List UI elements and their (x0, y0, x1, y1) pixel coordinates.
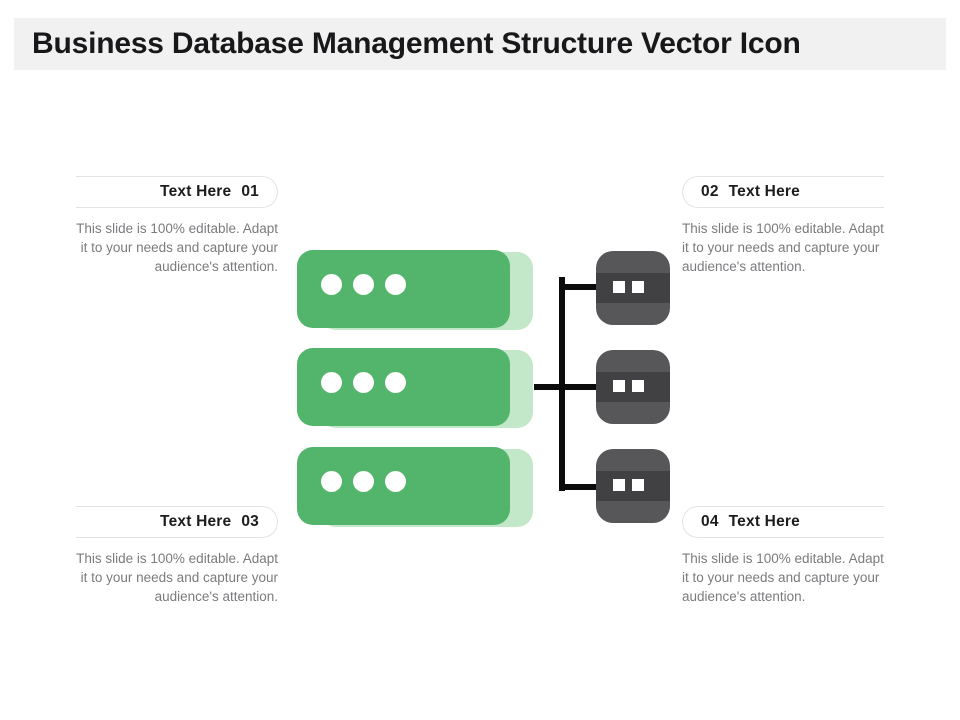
connector-branch-line-2 (534, 384, 599, 390)
callout-03-pill[interactable]: Text Here 03 (76, 506, 278, 538)
server-led-icon (385, 372, 406, 393)
callout-04-pill[interactable]: 04 Text Here (682, 506, 884, 538)
callout-02-body: This slide is 100% editable. Adapt it to… (682, 221, 884, 274)
server-led-icon (321, 372, 342, 393)
database-node-2 (596, 350, 670, 424)
page-title: Business Database Management Structure V… (32, 27, 801, 60)
callout-02-label: Text Here (728, 183, 800, 200)
callout-03-label: Text Here (160, 513, 232, 530)
callout-04-label: Text Here (728, 513, 800, 530)
server-led-icon (353, 274, 374, 295)
callout-01-label: Text Here (160, 183, 232, 200)
database-node-1 (596, 251, 670, 325)
server-rack-3 (297, 447, 533, 527)
server-led-icon (321, 471, 342, 492)
database-chip-icon (632, 479, 644, 491)
server-led-icon (385, 274, 406, 295)
database-chip-icon (632, 380, 644, 392)
callout-01-number: 01 (241, 183, 259, 200)
callout-01: Text Here 01 This slide is 100% editable… (76, 176, 278, 276)
database-node-chip-group (613, 281, 644, 293)
database-chip-icon (613, 281, 625, 293)
server-rack-led-group (321, 372, 406, 393)
connector-branch-line-1 (559, 284, 599, 290)
server-rack-led-group (321, 471, 406, 492)
connector-branch-line-3 (559, 484, 599, 490)
server-rack-led-group (321, 274, 406, 295)
server-led-icon (385, 471, 406, 492)
server-led-icon (353, 372, 374, 393)
callout-04-body: This slide is 100% editable. Adapt it to… (682, 551, 884, 604)
callout-02-pill[interactable]: 02 Text Here (682, 176, 884, 208)
callout-01-pill[interactable]: Text Here 01 (76, 176, 278, 208)
server-led-icon (353, 471, 374, 492)
database-chip-icon (613, 479, 625, 491)
callout-04-number: 04 (701, 513, 719, 530)
callout-03-body: This slide is 100% editable. Adapt it to… (76, 551, 278, 604)
server-led-icon (321, 274, 342, 295)
database-node-chip-group (613, 479, 644, 491)
callout-03: Text Here 03 This slide is 100% editable… (76, 506, 278, 606)
database-node-chip-group (613, 380, 644, 392)
callout-02-number: 02 (701, 183, 719, 200)
callout-03-number: 03 (241, 513, 259, 530)
callout-04: 04 Text Here This slide is 100% editable… (682, 506, 884, 606)
callout-02: 02 Text Here This slide is 100% editable… (682, 176, 884, 276)
server-rack-1 (297, 250, 533, 330)
callout-01-body: This slide is 100% editable. Adapt it to… (76, 221, 278, 274)
server-rack-2 (297, 348, 533, 428)
database-chip-icon (632, 281, 644, 293)
database-node-3 (596, 449, 670, 523)
database-chip-icon (613, 380, 625, 392)
title-bar: Business Database Management Structure V… (14, 18, 946, 70)
